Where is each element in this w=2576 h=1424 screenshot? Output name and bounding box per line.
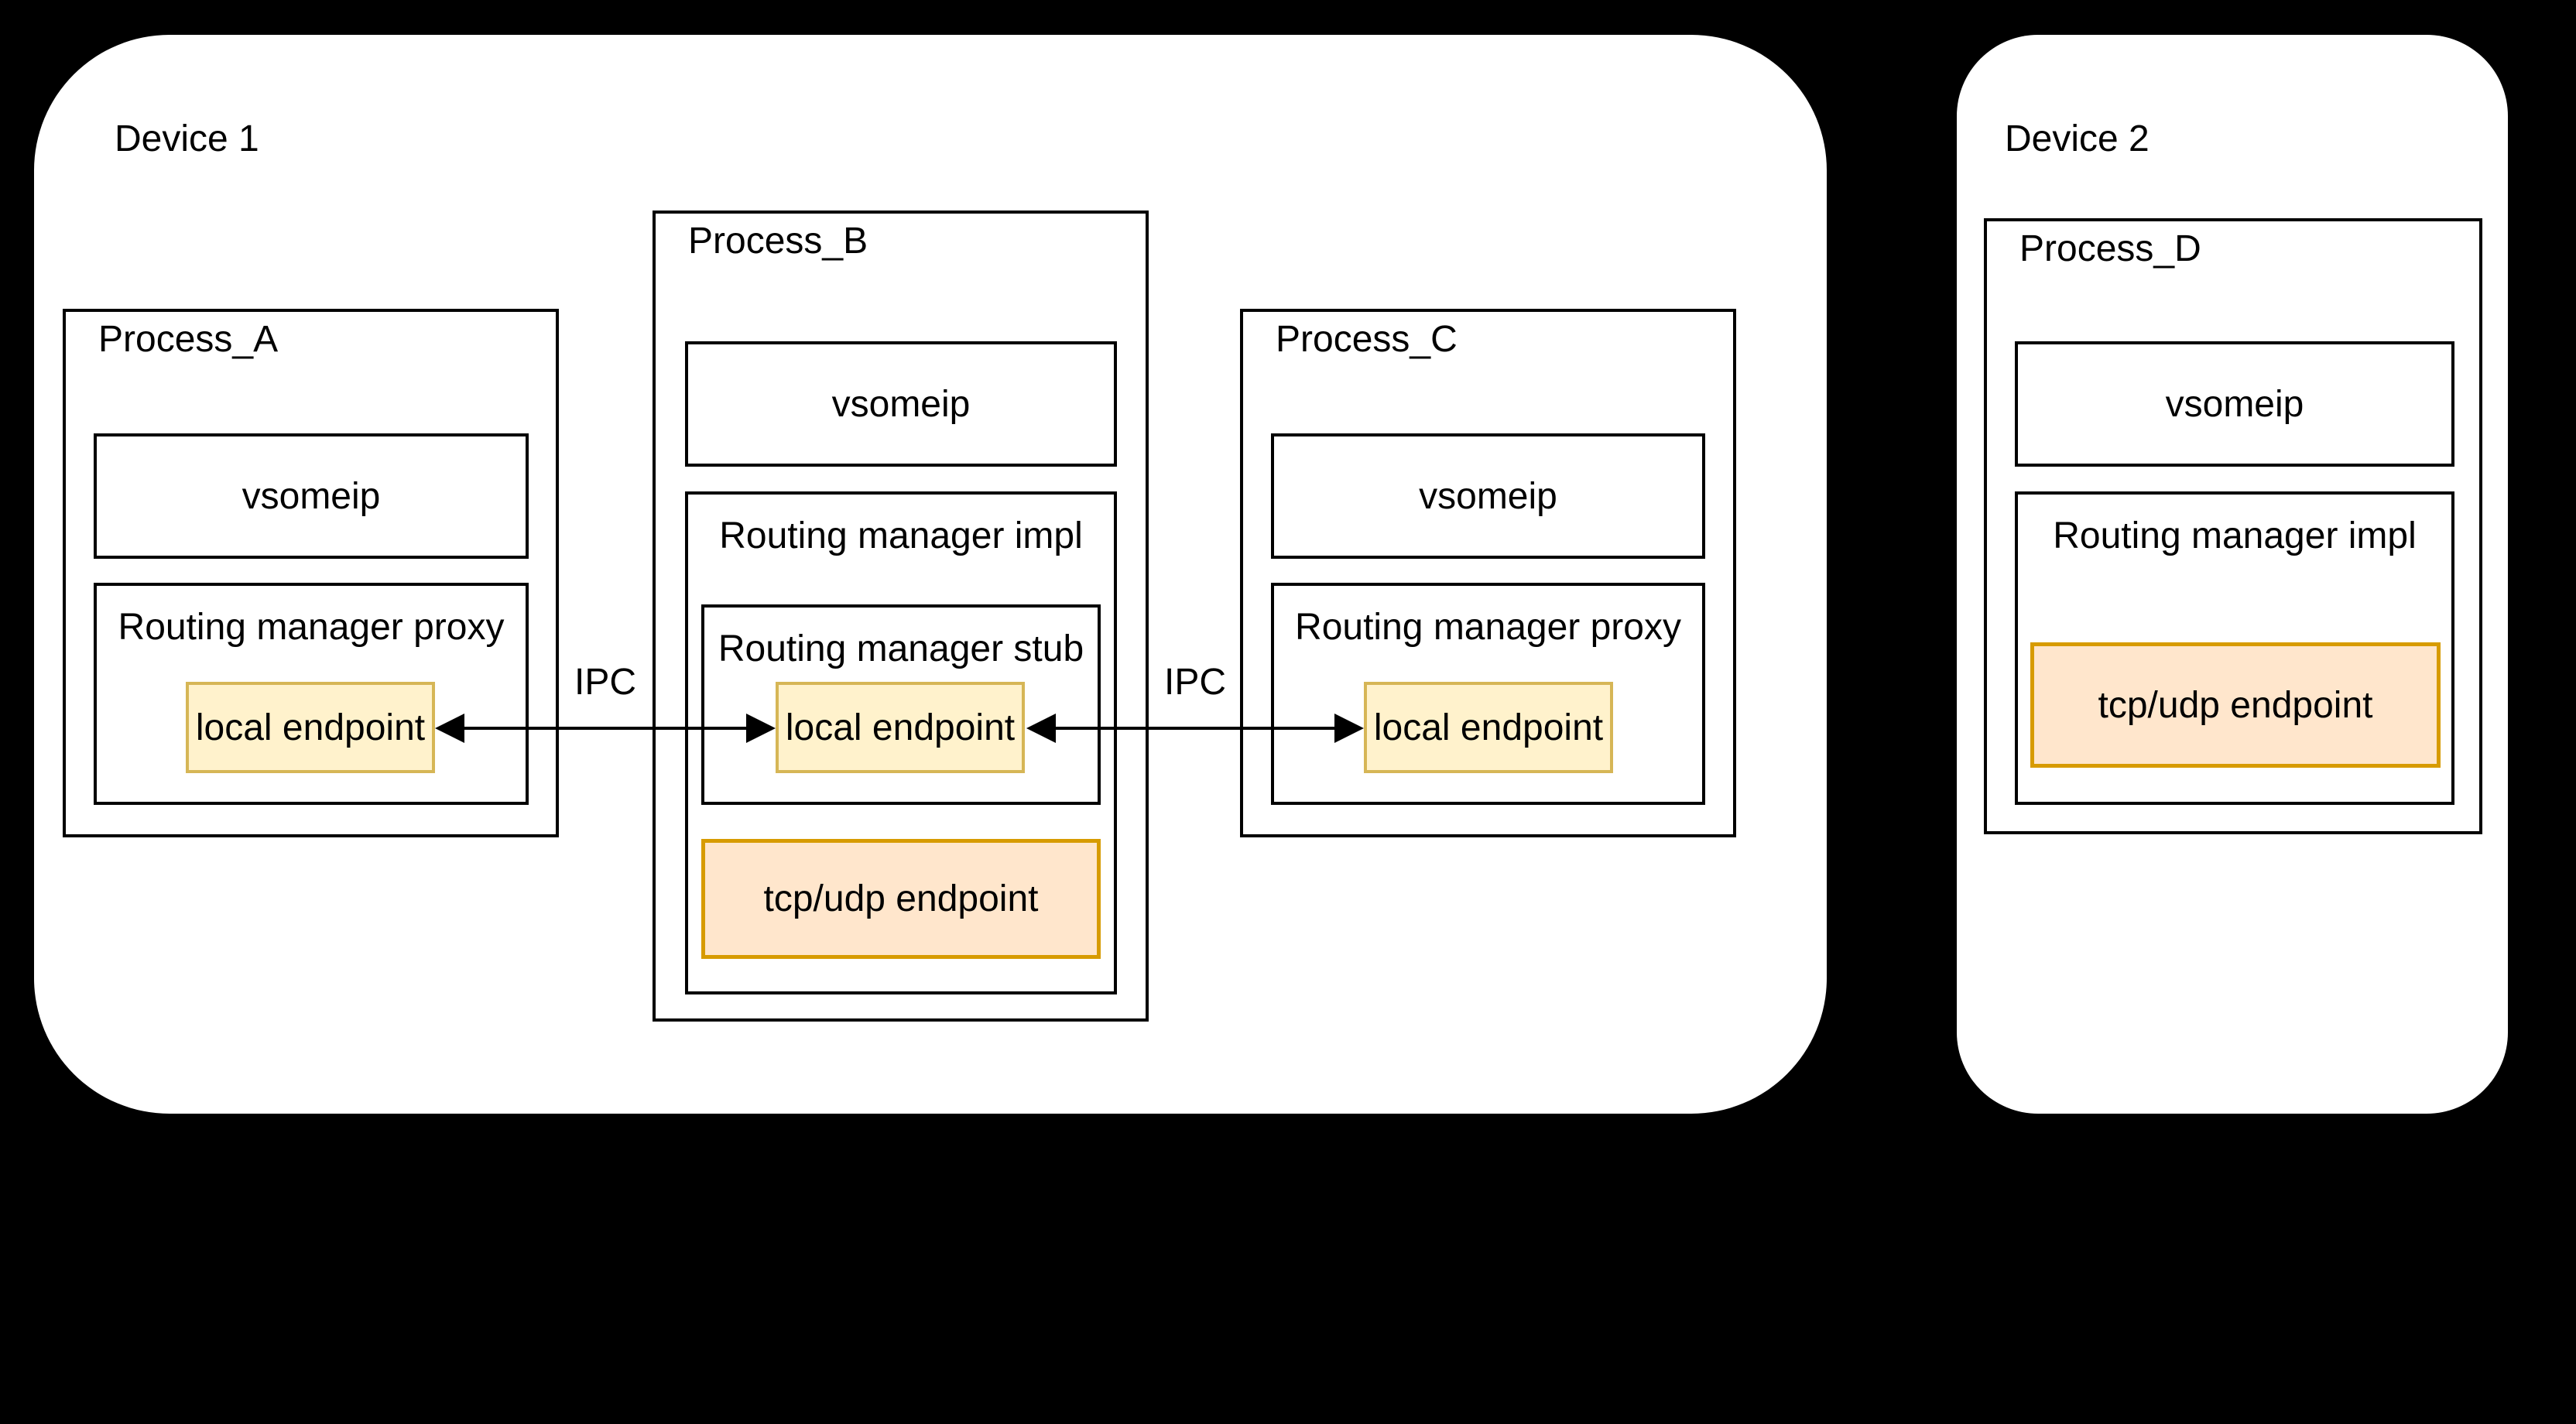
process-b-routing-manager-stub-label: Routing manager stub	[718, 628, 1084, 669]
process-a-local-endpoint-box: local endpoint	[186, 682, 435, 773]
process-b-tcp-udp-endpoint-box: tcp/udp endpoint	[701, 839, 1101, 959]
ipc-label-a-b: IPC	[574, 662, 636, 703]
process-d-vsomeip-box: vsomeip	[2015, 341, 2454, 467]
process-b-local-endpoint-label: local endpoint	[785, 707, 1016, 748]
process-d-tcp-udp-endpoint-label: tcp/udp endpoint	[2098, 684, 2373, 726]
process-a-title: Process_A	[98, 319, 279, 360]
process-d-vsomeip-label: vsomeip	[2165, 383, 2304, 425]
ipc-label-b-c: IPC	[1163, 662, 1226, 703]
process-c-title: Process_C	[1276, 319, 1458, 360]
process-b-title: Process_B	[688, 221, 868, 262]
process-d-tcp-udp-endpoint-box: tcp/udp endpoint	[2030, 642, 2441, 768]
process-c-local-endpoint-label: local endpoint	[1373, 707, 1604, 748]
process-b-routing-manager-impl-label: Routing manager impl	[719, 515, 1083, 556]
process-a-vsomeip-label: vsomeip	[242, 475, 381, 517]
process-a-routing-manager-proxy-label: Routing manager proxy	[118, 607, 505, 648]
process-a-vsomeip-box: vsomeip	[94, 433, 529, 559]
process-c-local-endpoint-box: local endpoint	[1364, 682, 1613, 773]
process-b-tcp-udp-endpoint-label: tcp/udp endpoint	[763, 878, 1039, 919]
process-b-local-endpoint-box: local endpoint	[776, 682, 1025, 773]
process-d-title: Process_D	[2019, 228, 2201, 269]
device1-title: Device 1	[115, 118, 259, 159]
process-c-routing-manager-proxy-label: Routing manager proxy	[1295, 607, 1681, 648]
process-b-vsomeip-box: vsomeip	[685, 341, 1117, 467]
process-c-vsomeip-box: vsomeip	[1271, 433, 1705, 559]
device2-title: Device 2	[2005, 118, 2150, 159]
process-d-routing-manager-impl-label: Routing manager impl	[2053, 515, 2417, 556]
process-c-vsomeip-label: vsomeip	[1419, 475, 1557, 517]
process-b-vsomeip-label: vsomeip	[831, 383, 971, 425]
process-a-local-endpoint-label: local endpoint	[195, 707, 426, 748]
